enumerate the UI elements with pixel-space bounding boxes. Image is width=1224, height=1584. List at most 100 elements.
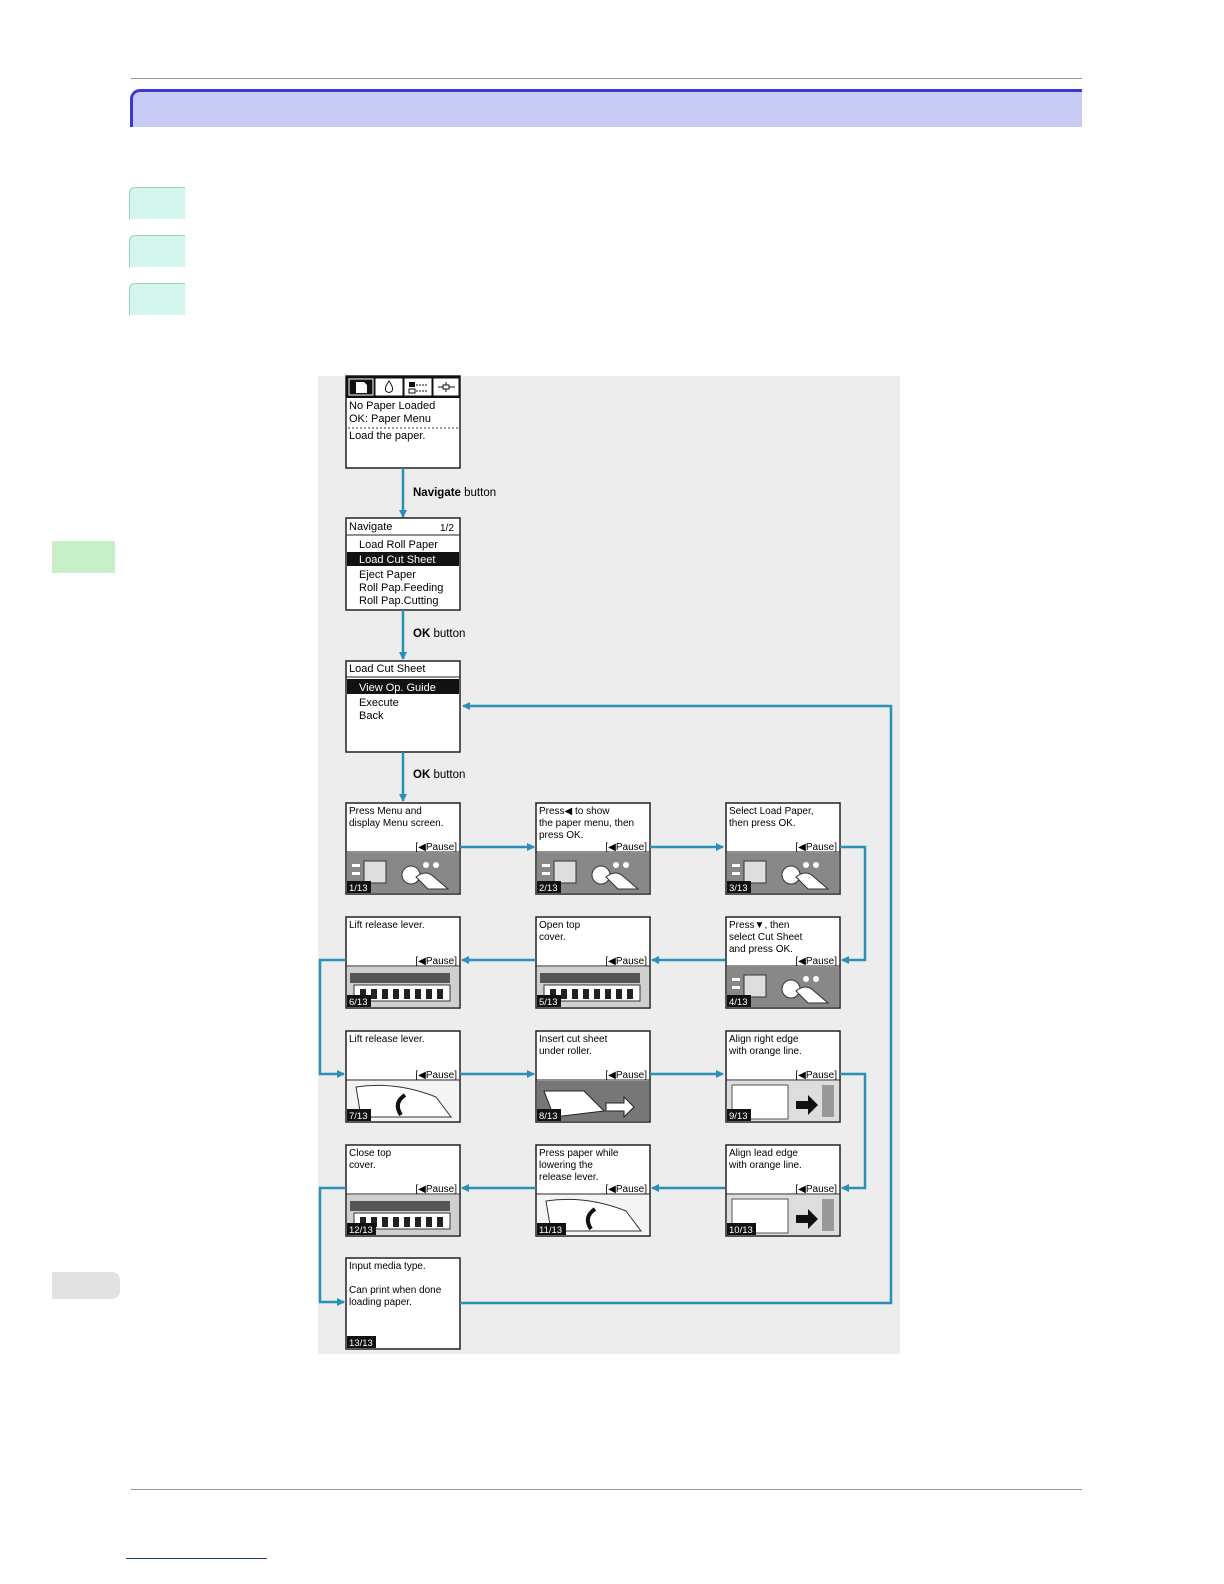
page-side-tab[interactable] — [52, 1272, 120, 1299]
paper-tab-icon — [348, 378, 374, 396]
step-text: Select Load Paper, — [729, 806, 814, 817]
step-text: Align lead edge — [729, 1148, 798, 1159]
step-text: Press◀ to show — [539, 806, 610, 817]
page-badge — [727, 1109, 751, 1121]
pause-label: [◀Pause] — [415, 1184, 457, 1195]
step-text: release lever. — [539, 1172, 598, 1183]
pause-label: [◀Pause] — [795, 1070, 837, 1081]
page-badge — [347, 995, 371, 1007]
pause-label: [◀Pause] — [415, 956, 457, 967]
step-page-number: 8/13 — [539, 1111, 558, 1122]
pause-label: [◀Pause] — [605, 1070, 647, 1081]
menu-item-load-roll: Load Roll Paper — [359, 539, 438, 551]
step-text: Lift release lever. — [349, 920, 425, 931]
ok-button-label-1: OK button — [413, 628, 465, 640]
step-text: Input media type. — [349, 1261, 426, 1272]
step-text: under roller. — [539, 1046, 592, 1057]
navigate-page: 1/2 — [440, 523, 454, 534]
step-text: Can print when done — [349, 1285, 442, 1296]
load-cut-sheet-screen: Load Cut Sheet View Op. Guide Execute Ba… — [345, 660, 461, 753]
step-text: and press OK. — [729, 944, 793, 955]
step-page-number: 4/13 — [729, 997, 748, 1008]
footer-link[interactable] — [126, 1558, 267, 1559]
settings-icon — [433, 378, 459, 396]
step-text: with orange line. — [728, 1046, 802, 1057]
start-line-3: Load the paper. — [349, 430, 425, 442]
page-badge — [537, 1109, 561, 1121]
option-back: Back — [359, 710, 384, 722]
navigate-title: Navigate — [349, 521, 392, 533]
menu-item-feeding: Roll Pap.Feeding — [359, 582, 443, 594]
step-text: with orange line. — [728, 1160, 802, 1171]
step-page-number: 3/13 — [729, 883, 748, 894]
guide-step-3: Select Load Paper,then press OK.[◀Pause]… — [725, 802, 841, 895]
page-badge — [537, 995, 561, 1007]
pause-label: [◀Pause] — [795, 956, 837, 967]
step-marker-2 — [129, 235, 185, 267]
step-text: Press▼, then — [729, 920, 789, 931]
footer-rule — [131, 1489, 1082, 1490]
navigate-button-label: Navigate button — [413, 487, 496, 499]
page-badge — [347, 1336, 376, 1348]
step-text: cover. — [539, 932, 566, 943]
guide-step-7: Lift release lever.[◀Pause]7/13 — [345, 1030, 461, 1123]
flow-arrows — [318, 702, 893, 1306]
start-screen: No Paper Loaded OK: Paper Menu Load the … — [345, 375, 461, 469]
page-badge — [537, 1223, 566, 1235]
step-page-number: 10/13 — [729, 1225, 753, 1236]
step-text: loading paper. — [349, 1297, 412, 1308]
step-text: press OK. — [539, 830, 583, 841]
step-marker-1 — [129, 187, 185, 219]
step-page-number: 9/13 — [729, 1111, 748, 1122]
step-marker-3 — [129, 283, 185, 315]
page-badge — [347, 1223, 376, 1235]
step-page-number: 6/13 — [349, 997, 368, 1008]
navigate-screen: Navigate 1/2 Load Roll Paper Load Cut Sh… — [345, 517, 461, 611]
step-page-number: 5/13 — [539, 997, 558, 1008]
guide-step-6: Lift release lever. [◀Pause] 6/13 — [345, 916, 461, 1009]
ok-button-label-2: OK button — [413, 769, 465, 781]
page-badge — [347, 881, 371, 893]
page-badge — [347, 1109, 371, 1121]
step-page-number: 11/13 — [539, 1225, 562, 1236]
option-view-guide: View Op. Guide — [359, 682, 436, 694]
page-badge — [727, 1223, 756, 1235]
guide-step-13: Input media type. Can print when doneload… — [345, 1257, 461, 1350]
header-rule — [131, 78, 1082, 79]
option-execute: Execute — [359, 697, 399, 709]
chapter-side-tab[interactable] — [52, 541, 115, 573]
load-cut-sheet-title: Load Cut Sheet — [349, 663, 425, 675]
pause-label: [◀Pause] — [605, 956, 647, 967]
step-page-number: 7/13 — [349, 1111, 368, 1122]
step-text: Open top — [539, 920, 581, 931]
pause-label: [◀Pause] — [795, 1184, 837, 1195]
step-text: the paper menu, then — [539, 818, 634, 829]
pause-label: [◀Pause] — [605, 1184, 647, 1195]
pause-label: [◀Pause] — [415, 842, 457, 853]
step-text: select Cut Sheet — [729, 932, 803, 943]
page-badge — [537, 881, 561, 893]
step-text: Press paper while — [539, 1148, 619, 1159]
menu-item-cutting: Roll Pap.Cutting — [359, 595, 439, 607]
section-title-bar — [130, 89, 1082, 127]
step-page-number: 12/13 — [349, 1225, 373, 1236]
step-page-number: 1/13 — [349, 883, 368, 894]
step-text: Insert cut sheet — [539, 1034, 608, 1045]
page-badge — [727, 881, 751, 893]
page-badge — [727, 995, 751, 1007]
menu-item-load-cut-sheet: Load Cut Sheet — [359, 554, 435, 566]
step-text: cover. — [349, 1160, 376, 1171]
step-text: Align right edge — [729, 1034, 799, 1045]
step-text: display Menu screen. — [349, 818, 444, 829]
